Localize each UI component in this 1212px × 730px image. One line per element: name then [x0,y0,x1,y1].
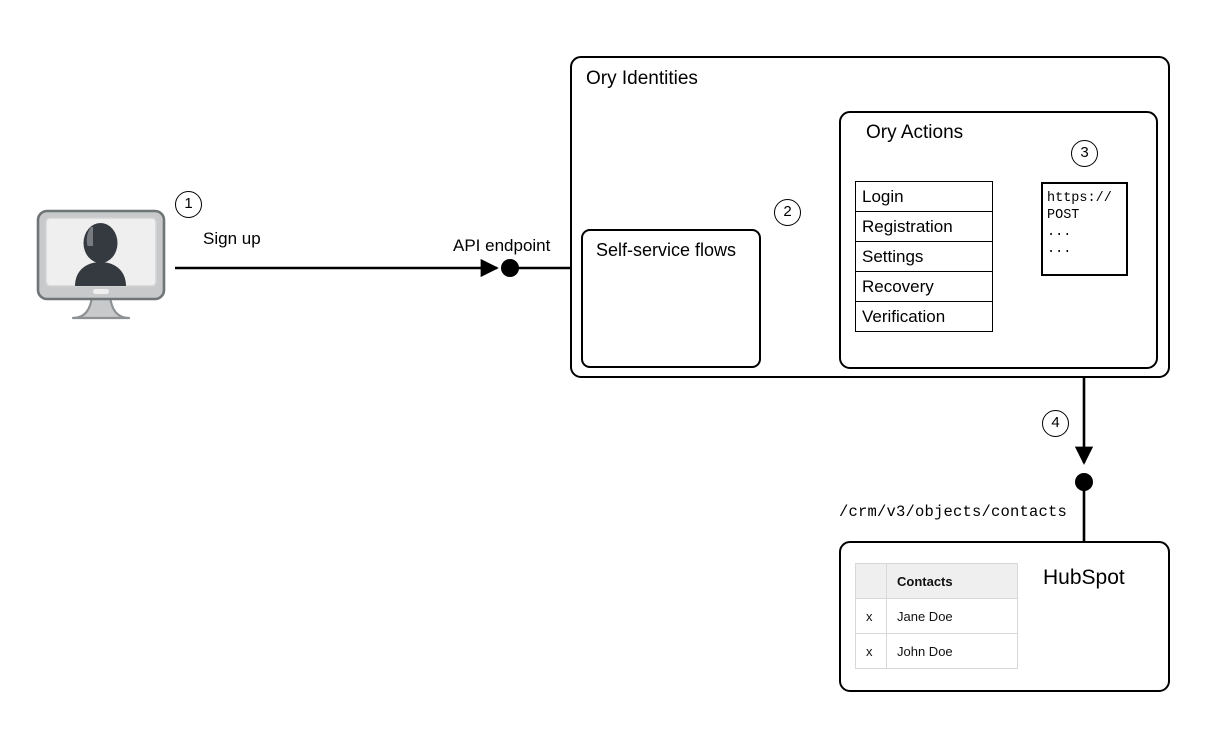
table-row[interactable]: x John Doe [855,633,1018,669]
self-service-flows-box [581,229,761,368]
flow-item-registration[interactable]: Registration [856,212,992,242]
row-contact-name: Jane Doe [886,598,1018,634]
flow-item-settings[interactable]: Settings [856,242,992,272]
contacts-table-body: x Jane Doe x John Doe [855,598,1018,669]
flow-item-recovery[interactable]: Recovery [856,272,992,302]
row-mark: x [855,598,887,634]
self-service-flows-title: Self-service flows [596,240,737,260]
monitor-user-icon [36,209,166,320]
column-header-contacts: Contacts [886,563,1018,599]
contacts-table: Contacts x Jane Doe x John Doe [855,563,1018,669]
flow-item-login[interactable]: Login [856,182,992,212]
column-header-mark [855,563,887,599]
hubspot-endpoint-dot [1075,473,1093,491]
api-endpoint-dot [501,259,519,277]
flow-list: Login Registration Settings Recovery Ver… [855,181,993,332]
table-header-row: Contacts [855,563,1018,599]
ory-actions-title: Ory Actions [866,122,964,143]
step-marker-3: 3 [1071,140,1098,167]
flow-item-verification[interactable]: Verification [856,302,992,332]
row-mark: x [855,633,887,669]
table-row[interactable]: x Jane Doe [855,598,1018,634]
row-contact-name: John Doe [886,633,1018,669]
signup-label: Sign up [203,229,261,248]
step-marker-2: 2 [774,199,801,226]
crm-path-label: /crm/v3/objects/contacts [839,503,1068,521]
ory-identities-title: Ory Identities [586,68,698,89]
step-marker-1: 1 [175,191,202,218]
webhook-note-box [1041,182,1128,276]
api-endpoint-label: API endpoint [453,236,551,255]
hubspot-title: HubSpot [1043,566,1125,589]
webhook-note-text: https:// POST ... ... [1047,191,1112,257]
step-marker-4: 4 [1042,410,1069,437]
contacts-table-head: Contacts [855,563,1018,599]
